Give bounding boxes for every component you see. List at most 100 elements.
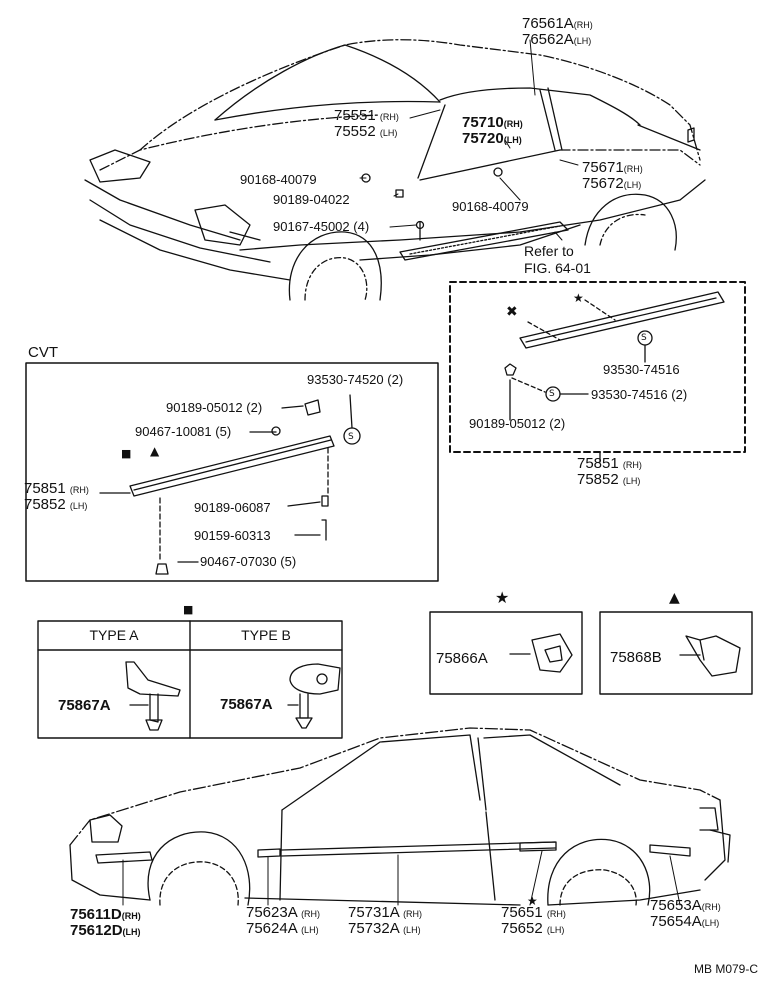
part-side: (RH): [379, 112, 399, 122]
part-number: 75852: [577, 471, 619, 488]
triangle-mark-icon: ▲: [669, 590, 680, 606]
part-side: (RH): [301, 909, 321, 919]
part-label: 75732A (LH): [348, 921, 421, 938]
part-label: 75612D(LH): [70, 923, 141, 940]
part-number: 75551: [334, 107, 376, 124]
s-mark-icon: S: [641, 333, 647, 343]
part-number: 75652: [501, 920, 543, 937]
part-qty: (4): [353, 219, 370, 234]
part-number: 90189-05012: [166, 400, 243, 415]
figure-reference[interactable]: Refer to FIG. 64-01: [524, 243, 591, 277]
part-number: 90467-07030: [200, 554, 277, 569]
part-label: 75552 (LH): [334, 124, 397, 141]
s-mark-icon: S: [348, 432, 354, 442]
star-icon: ★: [573, 291, 584, 305]
square-mark-icon: ■: [121, 447, 132, 460]
x-mark-icon: ✖: [506, 304, 518, 320]
part-label: 90189-05012 (2): [166, 400, 262, 415]
part-number: 75851: [24, 480, 66, 497]
part-side: (RH): [622, 460, 642, 470]
type-table: [37, 620, 343, 739]
part-qty: (5): [215, 424, 232, 439]
part-label: 90159-60313: [194, 528, 271, 543]
part-side: (LH): [623, 180, 642, 190]
part-side: (LH): [546, 925, 565, 935]
part-label: 75671(RH): [582, 160, 643, 177]
part-label: 75654A(LH): [650, 914, 719, 931]
part-label: 75866A: [436, 651, 488, 667]
cvt-section-title: CVT: [28, 344, 58, 361]
part-label: 75651 (RH): [501, 905, 566, 922]
part-qty: (2): [549, 416, 566, 431]
part-label: 75852 (LH): [24, 497, 87, 514]
part-label: 75867A: [220, 697, 273, 713]
part-number: 76561A: [522, 15, 574, 32]
part-number: 75552: [334, 123, 376, 140]
part-qty: (2): [671, 387, 688, 402]
part-label: 75653A(RH): [650, 898, 721, 915]
part-number: 93530-74516: [591, 387, 668, 402]
part-number: 75732A: [348, 920, 399, 937]
part-number: 75654A: [650, 913, 702, 930]
part-label: 75867A: [58, 698, 111, 714]
part-number: 75731A: [348, 904, 399, 921]
part-side: (LH): [301, 925, 319, 935]
part-side: (RH): [573, 20, 593, 30]
part-side: (RH): [69, 485, 89, 495]
part-label: 76562A(LH): [522, 32, 591, 49]
star-icon: ★: [495, 588, 510, 607]
triangle-clip: [679, 635, 741, 677]
part-side: (RH): [701, 902, 721, 912]
part-side: (RH): [121, 911, 141, 921]
part-number: 75611D: [70, 906, 122, 923]
part-label: 90467-07030 (5): [200, 554, 296, 569]
part-label: 75868B: [610, 650, 662, 666]
part-label: 75551 (RH): [334, 108, 399, 125]
part-number: 75612D: [70, 922, 123, 939]
star-clip: [509, 633, 573, 673]
part-number: 75720: [462, 130, 504, 147]
part-number: 75852: [24, 496, 66, 513]
bottom-car-leader-lines: [122, 850, 681, 906]
part-side: (RH): [623, 164, 643, 174]
top-car-illustration: [84, 39, 706, 301]
type-a-clip: [125, 661, 181, 731]
part-number: 93530-74516: [603, 362, 680, 377]
part-label: 75623A (RH): [246, 905, 320, 922]
part-label: 93530-74516: [603, 362, 680, 377]
part-number: 75671: [582, 159, 624, 176]
star-icon: ★: [527, 894, 538, 908]
part-label: 75611D(RH): [70, 907, 141, 924]
part-number: 75624A: [246, 920, 297, 937]
part-qty: (2): [387, 372, 404, 387]
type-a-header: TYPE A: [89, 627, 139, 643]
reference-line2: FIG. 64-01: [524, 260, 591, 276]
part-number: 75710: [462, 114, 504, 131]
part-side: (LH): [701, 918, 720, 928]
detail-box-outline: [449, 281, 746, 453]
part-side: (LH): [403, 925, 421, 935]
part-label: 90168-40079: [240, 172, 317, 187]
part-label: 90167-45002 (4): [273, 219, 369, 234]
part-number: 90159-60313: [194, 528, 271, 543]
part-label: 90168-40079: [452, 199, 529, 214]
part-number: 75867A: [58, 697, 111, 714]
part-label: 93530-74516 (2): [591, 387, 687, 402]
type-b-header: TYPE B: [241, 627, 291, 643]
part-side: (LH): [622, 476, 641, 486]
part-label: 90189-06087: [194, 500, 271, 515]
part-number: 93530-74520: [307, 372, 384, 387]
square-mark-icon: ■: [183, 603, 194, 616]
part-label: 90189-04022: [273, 192, 350, 207]
part-label: 75652 (LH): [501, 921, 564, 938]
part-side: (LH): [379, 128, 398, 138]
part-qty: (2): [246, 400, 263, 415]
part-side: (LH): [122, 927, 141, 937]
cvt-box-outline: [25, 362, 439, 582]
part-label: 90189-05012 (2): [469, 416, 565, 431]
top-car-leader-lines: [359, 39, 579, 241]
part-side: (RH): [403, 909, 423, 919]
part-label: 75731A (RH): [348, 905, 422, 922]
part-label: 75852 (LH): [577, 472, 640, 489]
